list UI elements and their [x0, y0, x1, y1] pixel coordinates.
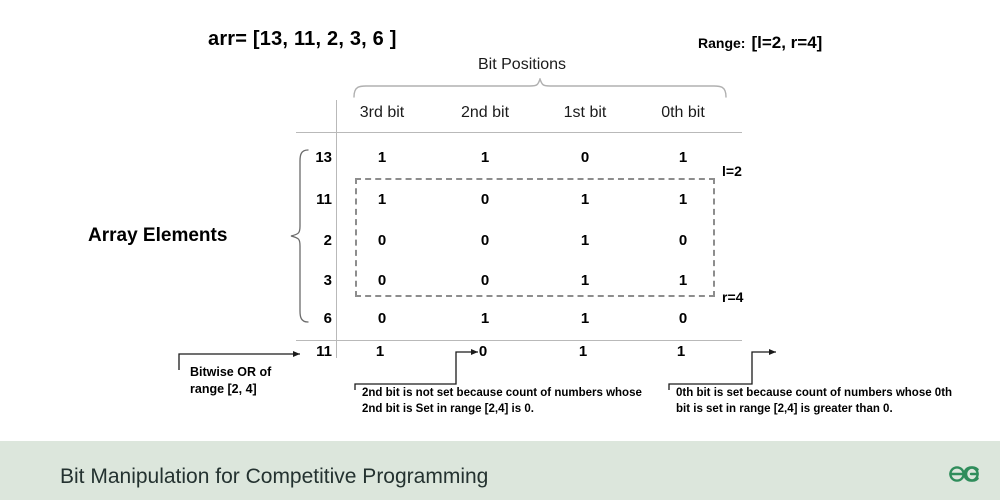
bit-cell-2-0: 0	[678, 232, 688, 249]
result-bit-3: 1	[375, 343, 385, 360]
row-label-0: 13	[315, 149, 332, 166]
bitwise-or-leader-line	[178, 351, 300, 370]
annotation-bitwise-or: Bitwise OR of range [2, 4]	[190, 365, 272, 396]
row-label-4: 6	[323, 310, 332, 327]
range-marker-left: l=2	[722, 163, 742, 179]
annotation-zeroth-bit: 0th bit is set because count of numbers …	[676, 387, 953, 415]
result-bit-2: 0	[478, 343, 488, 360]
result-bit-0: 1	[676, 343, 686, 360]
result-divider-line	[296, 340, 742, 341]
column-header-3rd-bit: 3rd bit	[359, 104, 405, 121]
geeksforgeeks-logo-icon	[949, 466, 979, 482]
bit-cell-0-0: 1	[678, 149, 688, 166]
bit-cell-1-3: 1	[377, 191, 387, 208]
range-highlight-box	[355, 178, 715, 297]
bit-positions-title: Bit Positions	[478, 56, 567, 73]
bit-cell-4-0: 0	[678, 310, 688, 327]
annotation-second-bit: 2nd bit is not set because count of numb…	[362, 387, 642, 415]
row-label-3: 3	[323, 272, 332, 289]
bit-cell-3-1: 1	[580, 272, 590, 289]
bit-cell-0-2: 1	[480, 149, 490, 166]
bit-cell-2-1: 1	[580, 232, 590, 249]
range-title-value: [l=2, r=4]	[751, 33, 823, 52]
bit-cell-0-3: 1	[377, 149, 387, 166]
column-header-2nd-bit: 2nd bit	[460, 104, 510, 121]
header-divider-line	[296, 132, 742, 133]
column-header-0th-bit: 0th bit	[661, 104, 705, 121]
row-label-2: 2	[323, 232, 332, 249]
array-declaration-title: arr= [13, 11, 2, 3, 6 ]	[208, 28, 397, 50]
bit-cell-4-2: 1	[480, 310, 490, 327]
bit-cell-4-3: 0	[377, 310, 387, 327]
bit-cell-2-3: 0	[377, 232, 387, 249]
zeroth-bit-leader-line	[668, 349, 776, 390]
bit-cell-1-2: 0	[480, 191, 490, 208]
second-bit-leader-line	[354, 349, 478, 390]
result-value: 11	[316, 343, 332, 360]
bit-cell-3-0: 1	[678, 272, 688, 289]
row-label-1: 11	[316, 191, 332, 208]
range-marker-right: r=4	[722, 289, 744, 305]
result-bit-1: 1	[578, 343, 588, 360]
bit-positions-brace-icon	[353, 78, 727, 98]
bit-cell-4-1: 1	[580, 310, 590, 327]
row-label-divider-line	[336, 100, 337, 358]
bit-cell-1-0: 1	[678, 191, 688, 208]
range-title-label: Range:	[698, 35, 746, 51]
bit-cell-3-3: 0	[377, 272, 387, 289]
bit-cell-2-2: 0	[480, 232, 490, 249]
bit-cell-0-1: 0	[580, 149, 590, 166]
bit-cell-1-1: 1	[580, 191, 590, 208]
array-elements-brace-icon	[290, 149, 309, 323]
footer-title: Bit Manipulation for Competitive Program…	[60, 465, 489, 488]
footer-bar	[0, 441, 1000, 500]
bit-cell-3-2: 0	[480, 272, 490, 289]
array-elements-label: Array Elements	[88, 225, 228, 246]
range-title: Range: [l=2, r=4]	[698, 33, 822, 53]
column-header-1st-bit: 1st bit	[563, 104, 607, 121]
